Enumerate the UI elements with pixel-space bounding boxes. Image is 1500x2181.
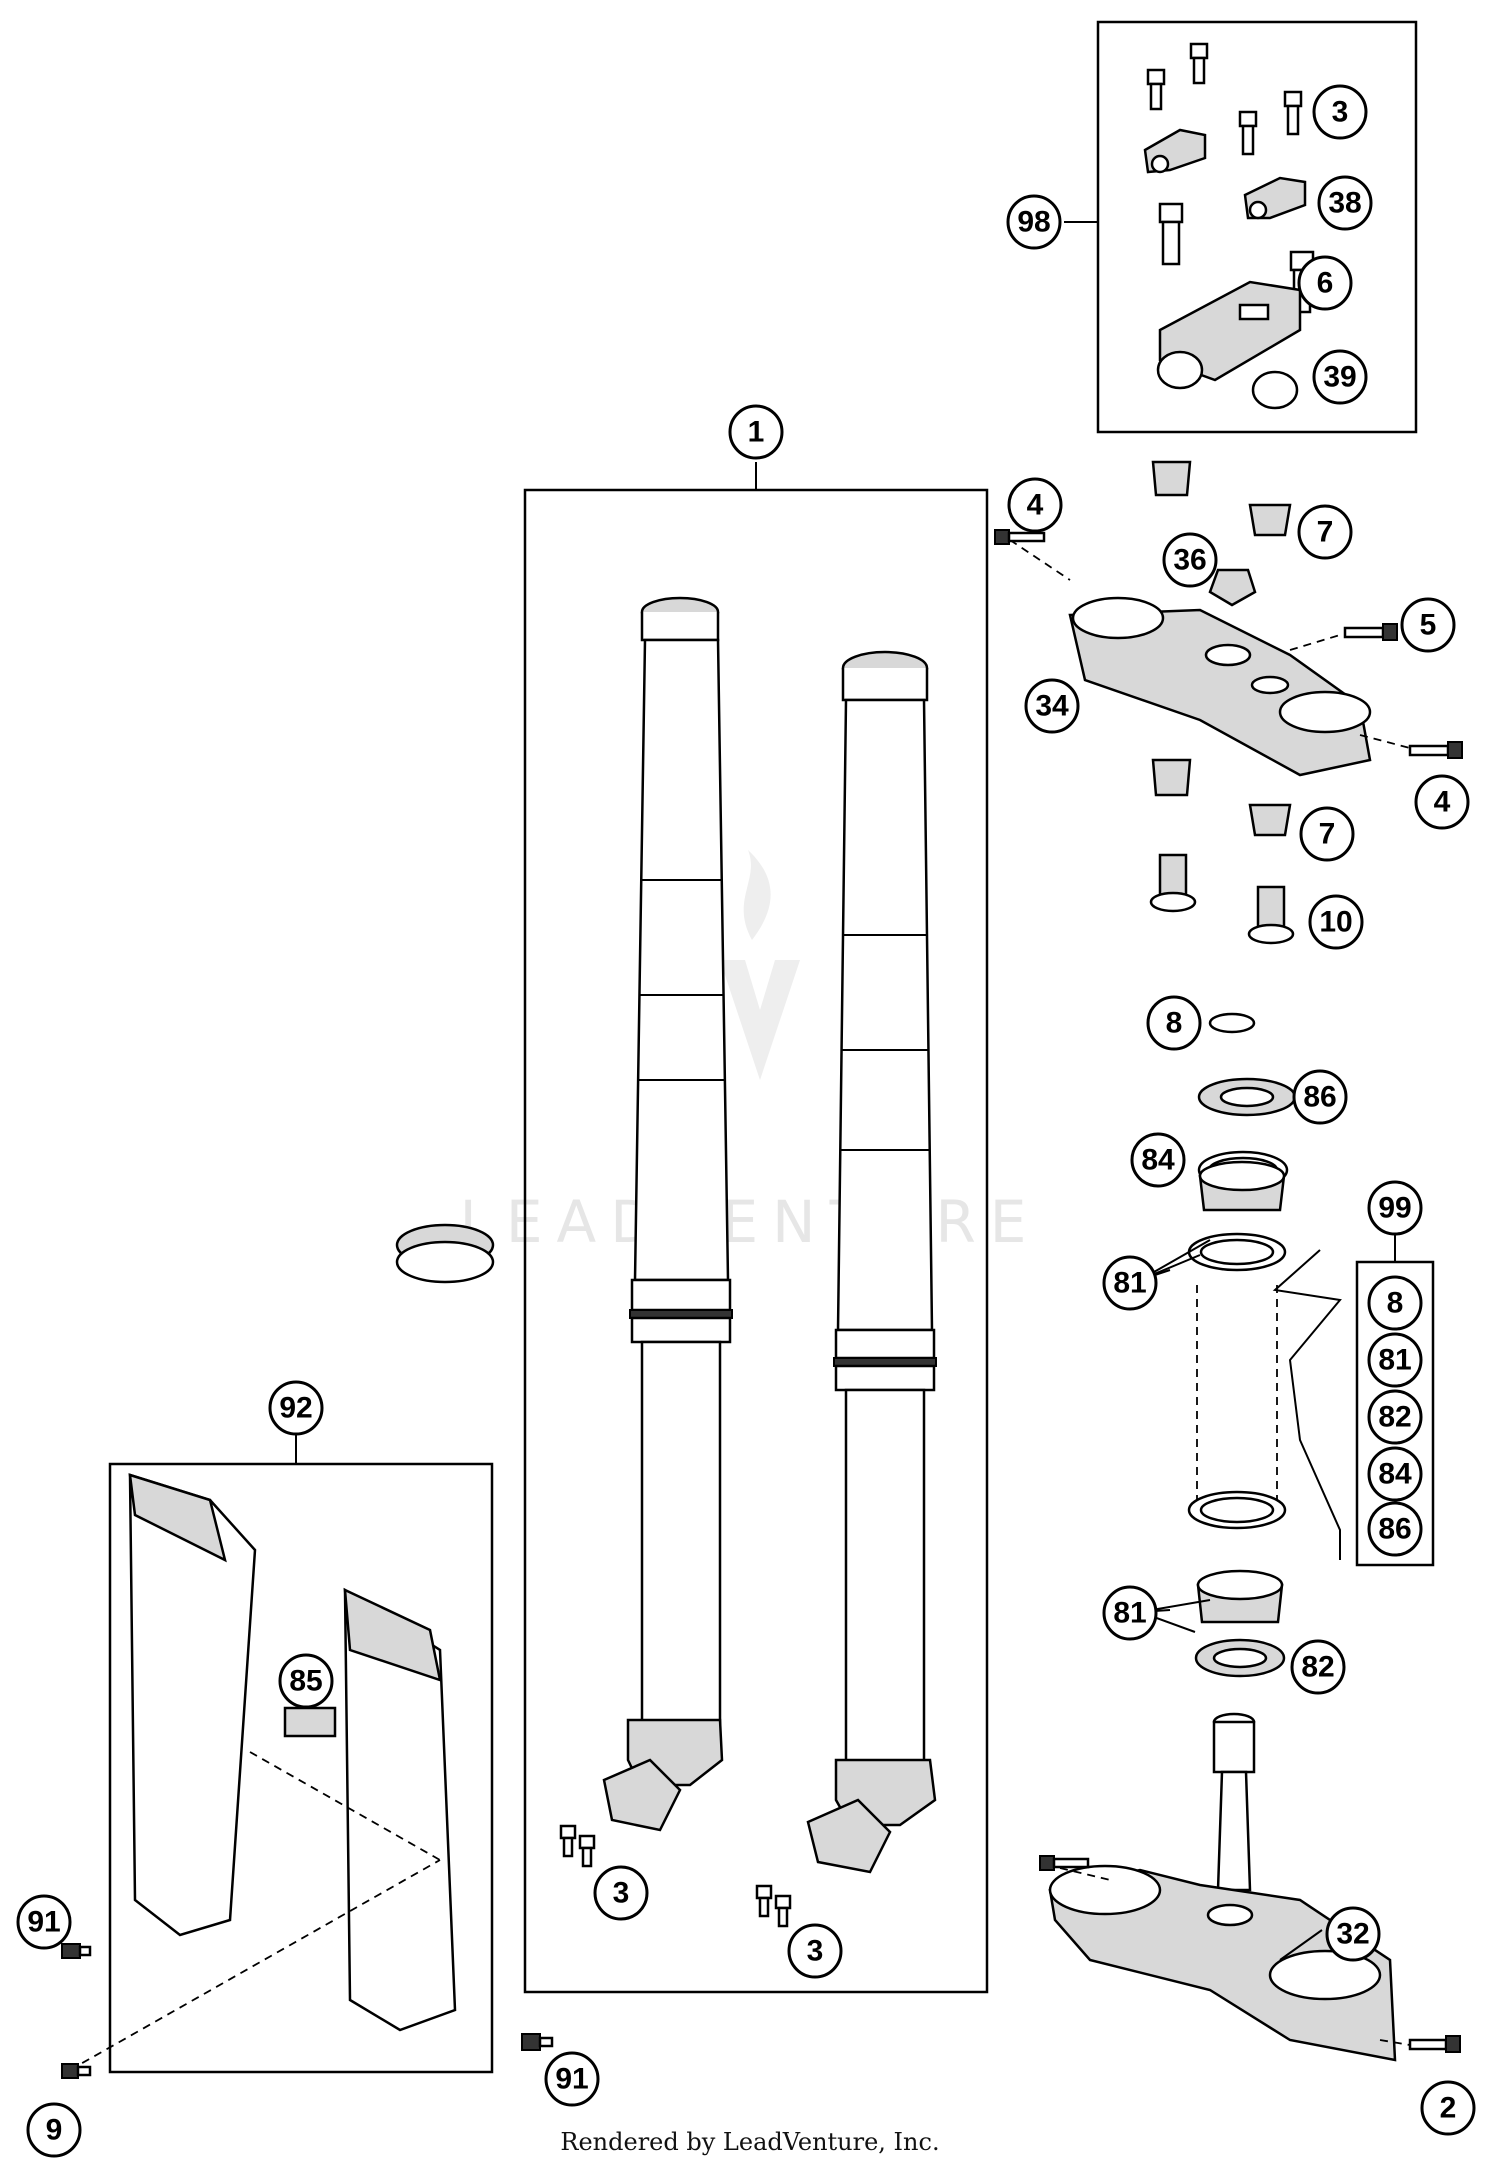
callout-99-86[interactable]: 86	[1367, 1501, 1423, 1557]
svg-text:3: 3	[613, 1877, 630, 1910]
callout-85[interactable]: 85	[278, 1653, 334, 1709]
callout-99-84[interactable]: 84	[1367, 1446, 1423, 1502]
clamp-icon	[1143, 128, 1307, 220]
callout-34[interactable]: 34	[1024, 678, 1080, 734]
fork-guard-box	[108, 1462, 494, 2074]
callout-81-lower[interactable]: 81	[1102, 1585, 1158, 1641]
svg-text:84: 84	[1141, 1144, 1175, 1177]
kit-99-group	[1355, 1234, 1435, 1567]
callout-86[interactable]: 86	[1292, 1069, 1348, 1125]
watermark: LEADVENTURE	[460, 850, 1041, 1256]
callout-84[interactable]: 84	[1130, 1132, 1186, 1188]
svg-text:91: 91	[555, 2063, 588, 2096]
callout-1[interactable]: 1	[728, 404, 784, 460]
callout-3-kit[interactable]: 3	[1312, 84, 1368, 140]
svg-text:99: 99	[1378, 1192, 1411, 1225]
steering-parts-group	[994, 460, 1463, 2062]
callout-92[interactable]: 92	[268, 1380, 324, 1436]
o-ring-icon	[1208, 1012, 1256, 1034]
svg-text:3: 3	[1332, 96, 1349, 129]
svg-text:82: 82	[1301, 1651, 1334, 1684]
fork-guard-group	[61, 1432, 554, 2079]
clip-icon	[283, 1706, 337, 1738]
callout-32[interactable]: 32	[1325, 1906, 1381, 1962]
nut-icon	[1208, 568, 1257, 607]
fork-leg-right-icon	[806, 650, 937, 1874]
bushing-icon	[1151, 460, 1192, 497]
svg-text:2: 2	[1440, 2092, 1457, 2125]
bolt-icon	[1146, 42, 1315, 314]
callout-99-81[interactable]: 81	[1367, 1332, 1423, 1388]
upper-triple-clamp-icon	[1068, 596, 1372, 777]
callout-3-right[interactable]: 3	[787, 1923, 843, 1979]
svg-text:34: 34	[1035, 690, 1069, 723]
svg-text:7: 7	[1319, 818, 1336, 851]
bolt-icon	[559, 1824, 792, 1928]
svg-text:7: 7	[1317, 516, 1334, 549]
callout-91-right[interactable]: 91	[544, 2051, 600, 2107]
fork-leg-left-icon	[602, 596, 733, 1832]
footer-credit: Rendered by LeadVenture, Inc.	[560, 2128, 940, 2156]
svg-text:8: 8	[1166, 1007, 1183, 1040]
callout-91-left[interactable]: 91	[16, 1894, 72, 1950]
svg-text:86: 86	[1303, 1081, 1336, 1114]
bushing-icon	[1151, 758, 1192, 797]
svg-text:10: 10	[1319, 906, 1352, 939]
callout-36[interactable]: 36	[1162, 532, 1218, 588]
callout-82[interactable]: 82	[1290, 1639, 1346, 1695]
svg-text:98: 98	[1017, 206, 1050, 239]
svg-text:81: 81	[1113, 1597, 1146, 1630]
svg-text:82: 82	[1378, 1401, 1411, 1434]
svg-text:91: 91	[27, 1906, 60, 1939]
callout-4-bottom[interactable]: 4	[1414, 774, 1470, 830]
lower-triple-clamp-icon	[1048, 1712, 1397, 2062]
kit-98-box	[1096, 20, 1418, 434]
svg-text:39: 39	[1323, 361, 1356, 394]
callout-4-top[interactable]: 4	[1007, 477, 1063, 533]
callout-3-left[interactable]: 3	[593, 1865, 649, 1921]
callout-2[interactable]: 2	[1420, 2080, 1476, 2136]
callout-99-82[interactable]: 82	[1367, 1389, 1423, 1445]
kit-98-group	[1064, 20, 1418, 434]
svg-text:86: 86	[1378, 1513, 1411, 1546]
callout-8[interactable]: 8	[1146, 995, 1202, 1051]
callout-5[interactable]: 5	[1400, 597, 1456, 653]
callout-81-upper[interactable]: 81	[1102, 1255, 1158, 1311]
callout-7-top[interactable]: 7	[1297, 504, 1353, 560]
svg-text:5: 5	[1420, 609, 1437, 642]
svg-text:4: 4	[1434, 786, 1451, 819]
svg-text:1: 1	[748, 416, 765, 449]
fork-assembly-group	[523, 462, 989, 1994]
handlebar-mount-icon	[1156, 280, 1302, 410]
callout-39[interactable]: 39	[1312, 349, 1368, 405]
watermark-text: LEADVENTURE	[460, 1188, 1041, 1256]
callout-7-bottom[interactable]: 7	[1299, 806, 1355, 862]
svg-text:36: 36	[1173, 544, 1206, 577]
callout-98[interactable]: 98	[1006, 194, 1062, 250]
svg-text:85: 85	[289, 1665, 322, 1698]
callout-9[interactable]: 9	[26, 2102, 82, 2158]
callout-99-8[interactable]: 8	[1367, 1275, 1423, 1331]
svg-text:32: 32	[1336, 1918, 1369, 1951]
svg-text:38: 38	[1328, 187, 1361, 220]
bushing-icon	[1248, 803, 1292, 837]
callout-10[interactable]: 10	[1308, 894, 1364, 950]
svg-text:92: 92	[279, 1392, 312, 1425]
svg-text:8: 8	[1387, 1287, 1404, 1320]
svg-text:3: 3	[807, 1935, 824, 1968]
svg-text:84: 84	[1378, 1458, 1412, 1491]
ring-icon	[395, 1223, 495, 1284]
svg-text:4: 4	[1027, 489, 1044, 522]
svg-text:6: 6	[1317, 267, 1334, 300]
callout-38[interactable]: 38	[1317, 175, 1373, 231]
callout-99[interactable]: 99	[1367, 1180, 1423, 1236]
screw-icon	[61, 1943, 554, 2079]
svg-text:81: 81	[1113, 1267, 1146, 1300]
svg-text:9: 9	[46, 2114, 63, 2147]
svg-text:81: 81	[1378, 1344, 1411, 1377]
callout-6[interactable]: 6	[1297, 255, 1353, 311]
bushing-icon	[1248, 503, 1292, 537]
